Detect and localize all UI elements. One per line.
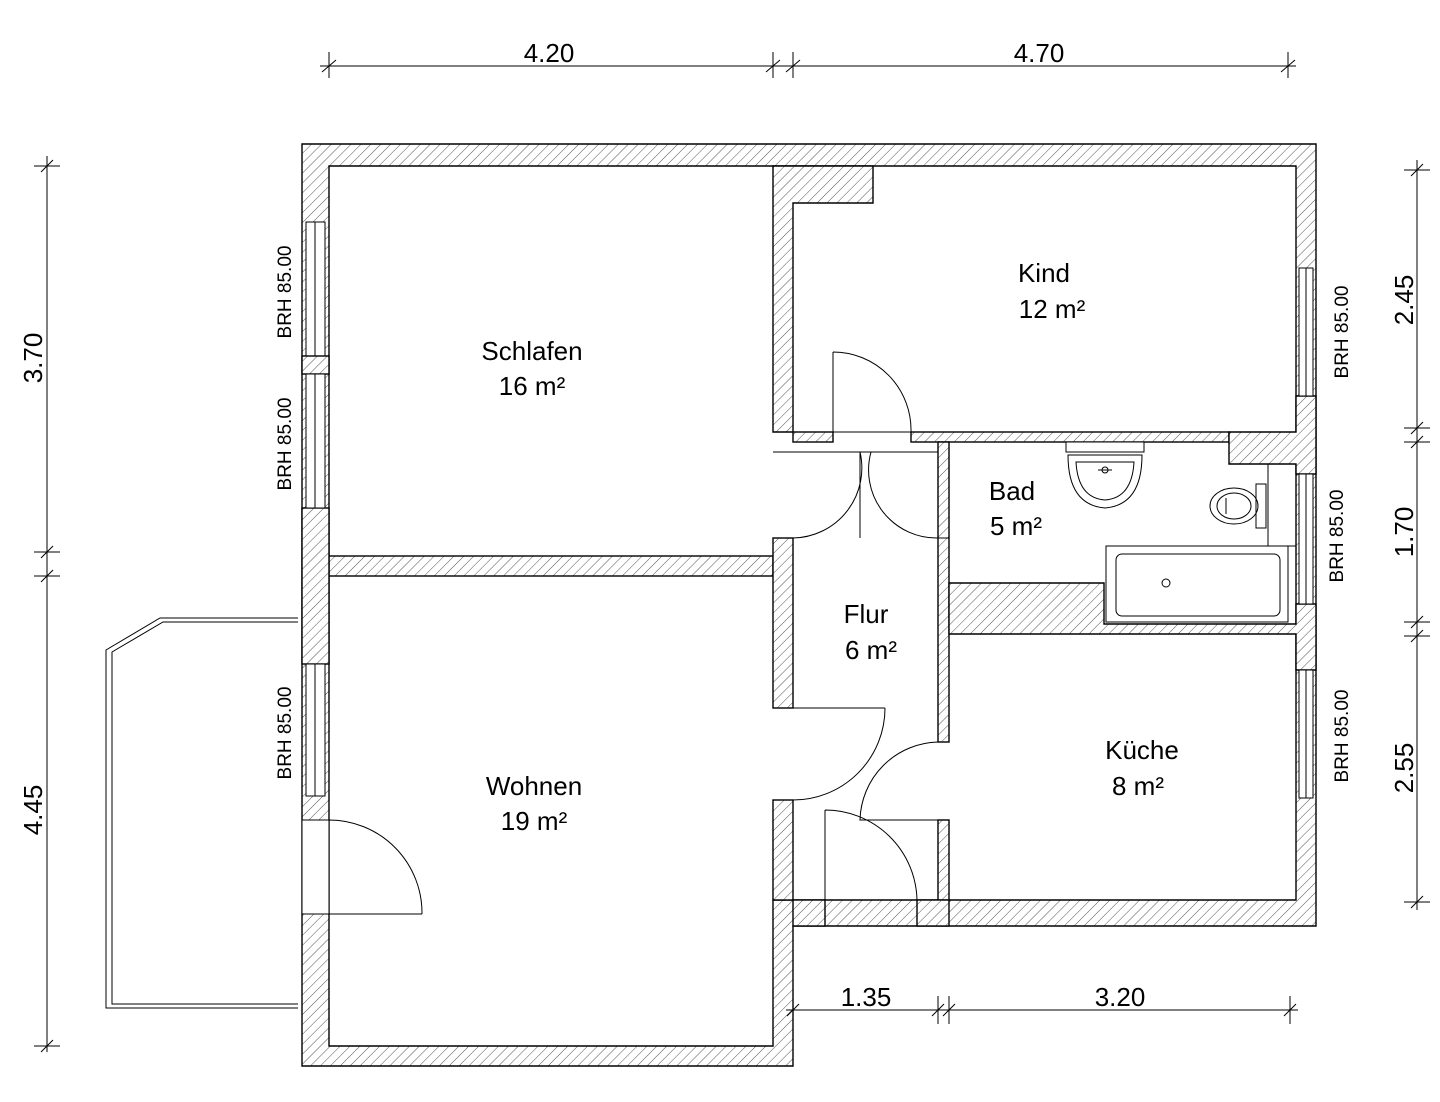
wall-bad-corner xyxy=(1228,395,1317,475)
room-area-wohnen: 19 m² xyxy=(501,806,568,836)
wall-flur-bottom-right xyxy=(916,899,950,927)
brh-label-kueche: BRH 85.00 xyxy=(1332,690,1353,783)
windows xyxy=(301,221,1314,799)
wall-schlafen-wohnen xyxy=(328,555,774,577)
brh-label-schlafen-2: BRH 85.00 xyxy=(275,398,296,491)
room-name-wohnen: Wohnen xyxy=(486,771,582,801)
balcony xyxy=(105,617,298,1009)
window-schlafen-divider xyxy=(301,355,330,375)
door-swing-schlafen xyxy=(773,451,938,539)
room-name-kueche: Küche xyxy=(1105,735,1179,765)
dim-left-upper: 3.70 xyxy=(18,333,48,384)
toilet-icon xyxy=(1209,487,1259,525)
door-swing-flur-bottom xyxy=(824,809,918,901)
room-name-kind: Kind xyxy=(1018,258,1070,288)
sink-counter xyxy=(1065,441,1145,453)
brh-label-wohnen: BRH 85.00 xyxy=(275,687,296,780)
room-name-bad: Bad xyxy=(989,476,1035,506)
dim-bottom-left: 1.35 xyxy=(841,982,892,1012)
room-name-schlafen: Schlafen xyxy=(481,336,582,366)
wall-central-upper xyxy=(772,165,874,433)
wall-flur-bottom xyxy=(792,899,826,927)
room-area-flur: 6 m² xyxy=(845,635,897,665)
toilet-tank xyxy=(1255,483,1267,529)
room-labels: Schlafen 16 m² Kind 12 m² Bad 5 m² Flur … xyxy=(481,258,1178,836)
wall-kind-bottom-left xyxy=(792,431,834,443)
door-swing-kueche xyxy=(859,741,939,821)
dim-right-lower: 2.55 xyxy=(1389,743,1419,794)
door-opening-balcony xyxy=(301,819,330,915)
wall-flur-kueche xyxy=(937,819,950,901)
brh-label-bad: BRH 85.00 xyxy=(1327,490,1348,583)
door-swing-wohnen xyxy=(773,707,886,801)
dim-bottom-right: 3.20 xyxy=(1095,982,1146,1012)
walls xyxy=(301,143,1317,1067)
dim-left-lower: 4.45 xyxy=(18,785,48,836)
dim-right-upper: 2.45 xyxy=(1389,275,1419,326)
room-area-schlafen: 16 m² xyxy=(499,371,566,401)
dimension-lines: 4.20 4.70 3.70 4.45 2.45 1.70 2.55 xyxy=(18,38,1430,1053)
window-labels: BRH 85.00 BRH 85.00 BRH 85.00 BRH 85.00 … xyxy=(275,246,1353,783)
bathroom-fixtures xyxy=(1065,441,1296,623)
wall-left-piece-1 xyxy=(301,507,330,665)
door-swing-bad xyxy=(868,451,949,539)
wall-central-mid xyxy=(772,537,794,709)
room-area-kueche: 8 m² xyxy=(1112,771,1164,801)
brh-label-schlafen-1: BRH 85.00 xyxy=(275,246,296,339)
wall-kind-bottom-right xyxy=(910,431,1230,443)
wall-central-low xyxy=(772,799,794,901)
dim-top-left: 4.20 xyxy=(524,38,575,68)
room-area-kind: 12 m² xyxy=(1019,294,1086,324)
sink-icon xyxy=(1067,454,1143,509)
room-name-flur: Flur xyxy=(844,599,889,629)
wall-flur-bad xyxy=(937,441,950,743)
wall-bad-kueche xyxy=(948,582,1317,671)
door-swing-kind xyxy=(832,351,912,433)
brh-label-kind: BRH 85.00 xyxy=(1332,286,1353,379)
door-swing-balcony xyxy=(328,819,423,915)
dim-top-right: 4.70 xyxy=(1014,38,1065,68)
room-area-bad: 5 m² xyxy=(990,511,1042,541)
bathtub-icon xyxy=(1105,545,1289,623)
doors xyxy=(301,351,949,915)
dim-right-middle: 1.70 xyxy=(1389,507,1419,558)
